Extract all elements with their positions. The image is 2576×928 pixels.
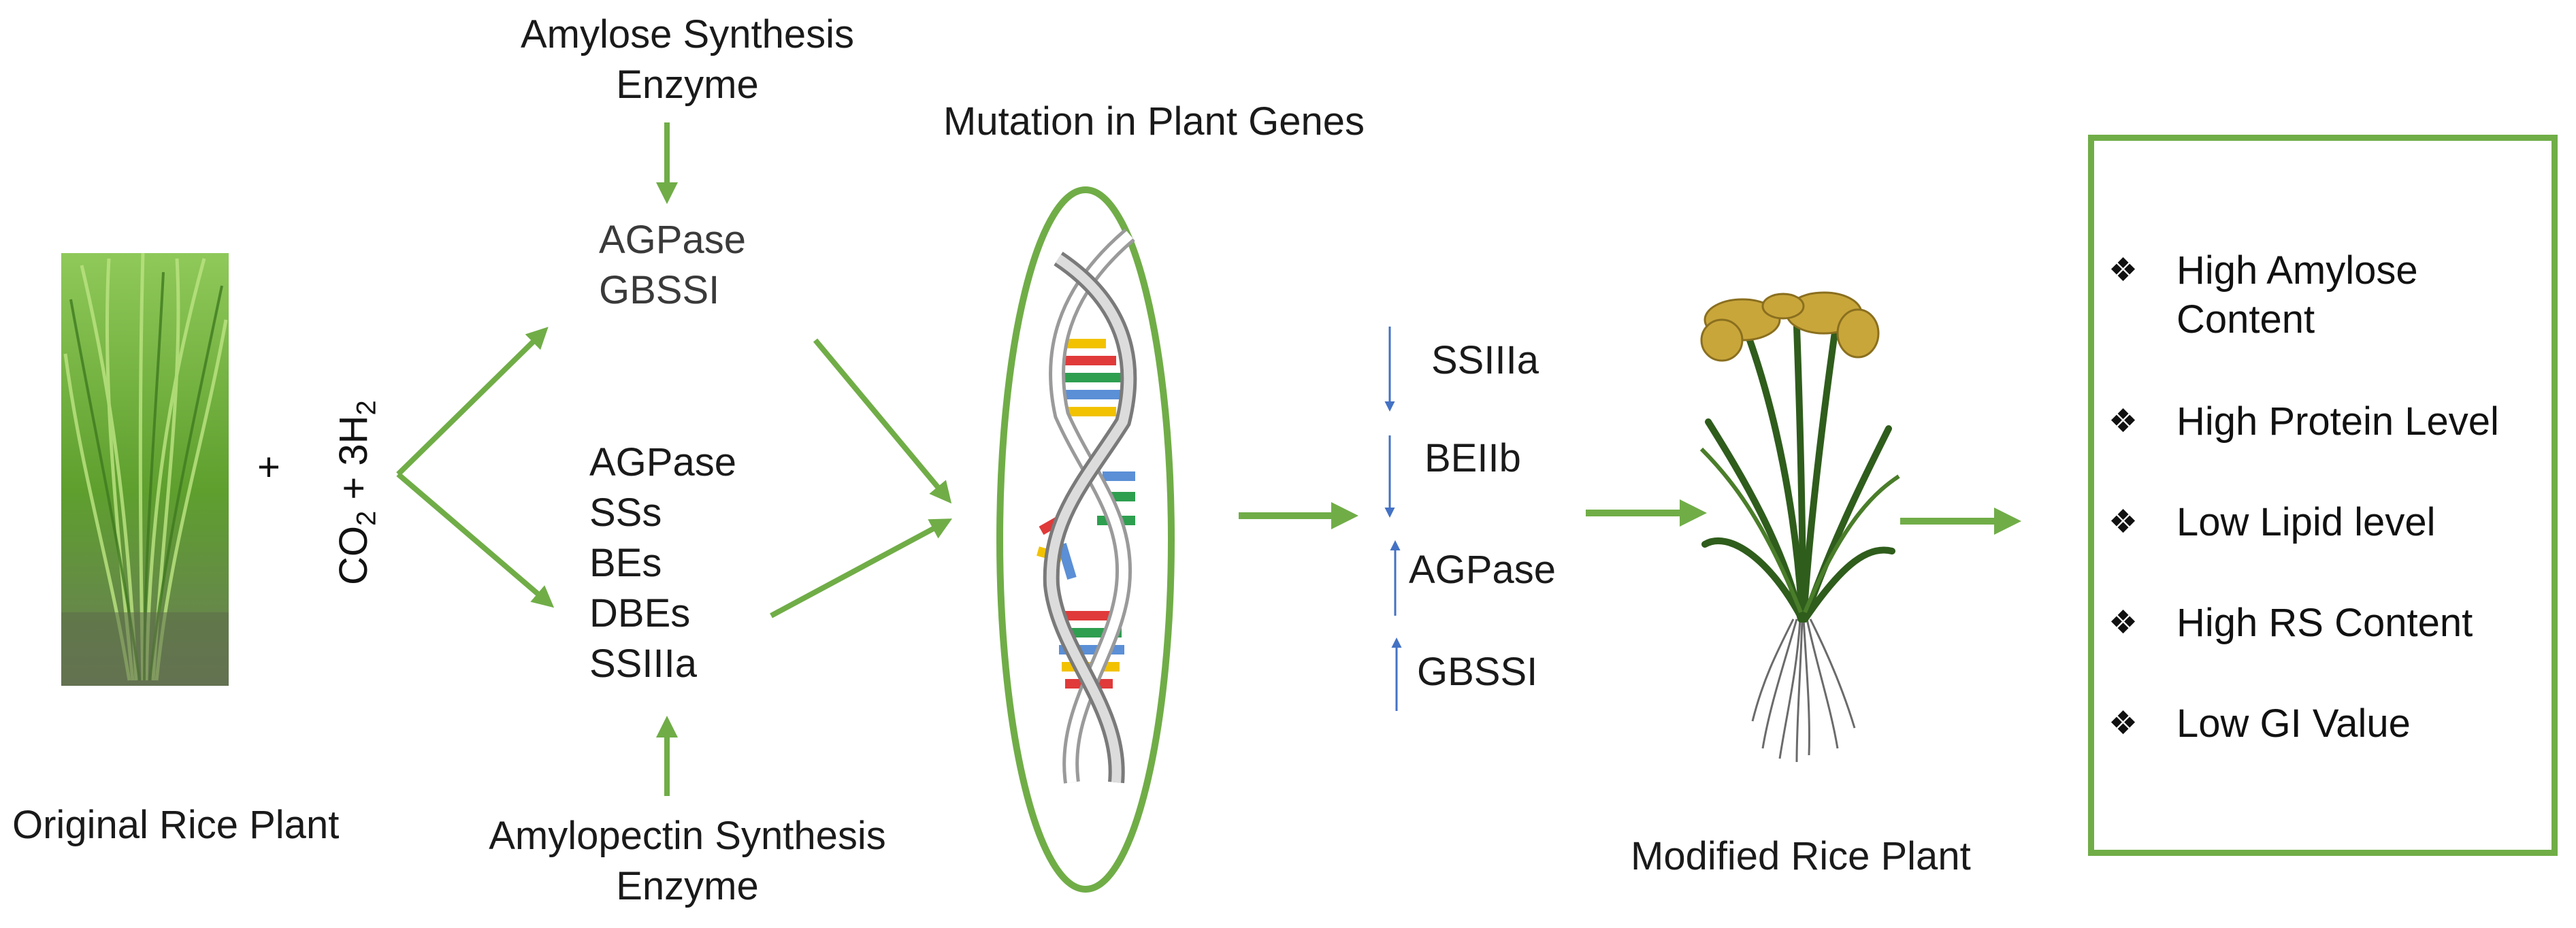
co2-subscript: 2: [351, 510, 382, 526]
amylopectin-enzyme-item: BEs: [589, 541, 662, 585]
co2-text: CO: [331, 526, 376, 585]
gene-gbssi: GBSSI: [1417, 650, 1538, 694]
plus-sign: +: [257, 445, 280, 489]
property-text: High RS Content: [2176, 601, 2473, 645]
mutation-ellipse: [996, 186, 1175, 893]
amylose-enzyme-item: AGPase: [599, 218, 746, 262]
diamond-bullet-icon: ❖: [2108, 504, 2138, 540]
original-plant-label: Original Rice Plant: [12, 803, 340, 847]
amylopectin-enzyme-item: SSs: [589, 491, 662, 535]
arrow-to-amylose-enzymes: [396, 327, 549, 476]
amylose-enzyme-item: GBSSI: [599, 268, 720, 312]
diamond-bullet-icon: ❖: [2108, 403, 2138, 440]
amylopectin-enzyme-item: AGPase: [589, 440, 736, 484]
original-rice-plant-image: [61, 252, 229, 686]
arrow-amylopectin-to-mutation: [770, 518, 953, 618]
amylose-synthesis-title: Amylose Synthesis Enzyme: [470, 10, 905, 110]
amylose-title-line-1: Amylose Synthesis: [521, 12, 854, 56]
amylose-enzyme-list: AGPase GBSSI: [599, 215, 746, 316]
properties-box: [2088, 135, 2558, 856]
dna-double-helix-icon: [1037, 228, 1137, 784]
amylopectin-synthesis-title: Amylopectin Synthesis Enzyme: [449, 811, 926, 912]
modified-plant-label: Modified Rice Plant: [1631, 834, 1971, 878]
arrow-amylose-to-mutation: [813, 338, 952, 504]
rice-plant-illustration: [1699, 291, 1900, 763]
property-text: High Amylose: [2176, 248, 2418, 293]
diamond-bullet-icon: ❖: [2108, 706, 2138, 742]
gene-beiib: BEIIb: [1424, 436, 1521, 480]
amylose-title-line-2: Enzyme: [616, 63, 759, 107]
h2-subscript: 2: [351, 400, 382, 416]
property-text: Low GI Value: [2176, 701, 2411, 746]
property-text: Low Lipid level: [2176, 500, 2436, 544]
h2-text: + 3H: [331, 415, 376, 511]
diamond-bullet-icon: ❖: [2108, 252, 2138, 288]
amylopectin-enzyme-item: SSIIIa: [589, 642, 697, 686]
diamond-bullet-icon: ❖: [2108, 605, 2138, 641]
amylopectin-title-line-1: Amylopectin Synthesis: [489, 814, 886, 858]
arrow-to-amylopectin-enzymes: [396, 471, 555, 608]
property-text: High Protein Level: [2176, 399, 2499, 444]
amylopectin-title-line-2: Enzyme: [616, 864, 759, 908]
gene-agpase: AGPase: [1409, 548, 1556, 592]
amylopectin-enzyme-item: DBEs: [589, 591, 691, 635]
amylopectin-enzyme-list: AGPase SSs BEs DBEs SSIIIa: [589, 437, 736, 689]
property-text-continued: Content: [2176, 297, 2315, 342]
mutation-title: Mutation in Plant Genes: [943, 99, 1365, 144]
gene-ssiiia: SSIIIa: [1431, 338, 1539, 382]
